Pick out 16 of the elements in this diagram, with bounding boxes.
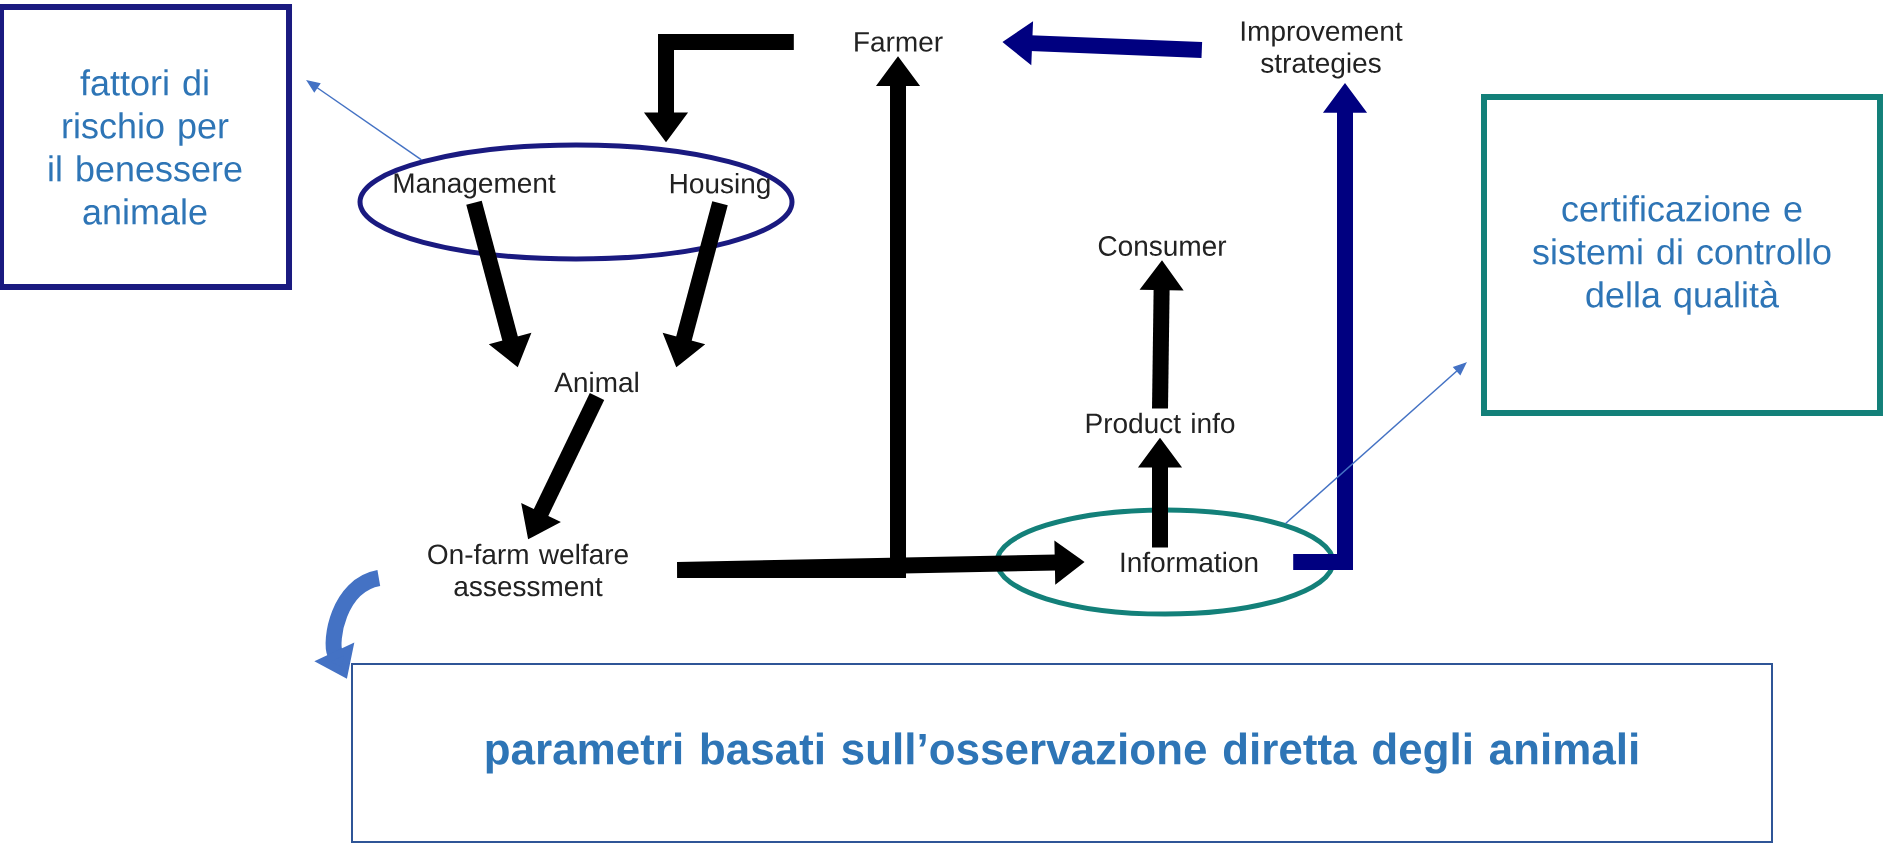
node-label: Consumer [1098, 236, 1227, 256]
note-box: fattori di rischio per il benessere animale [0, 4, 292, 290]
node-label: Product info [1086, 412, 1235, 434]
note-box: certificazione e sistemi di controllo della qualità [1481, 94, 1883, 416]
node-label: Housing [670, 172, 770, 200]
node-label: Farmer [855, 32, 943, 52]
leader-line [306, 80, 423, 161]
callout-box: parametri basati sull’osservazione diretta degli animali [351, 663, 1773, 843]
node-label: Improvement strategies [1241, 21, 1403, 79]
node-label: Management [394, 173, 556, 199]
node-label: Information [1121, 551, 1258, 573]
node-label: Animal [554, 371, 638, 393]
node-label: On-farm welfare assessment [428, 543, 628, 597]
highlight-ellipse [357, 142, 795, 262]
highlight-ellipse [994, 507, 1336, 617]
leader-line [1284, 362, 1467, 525]
